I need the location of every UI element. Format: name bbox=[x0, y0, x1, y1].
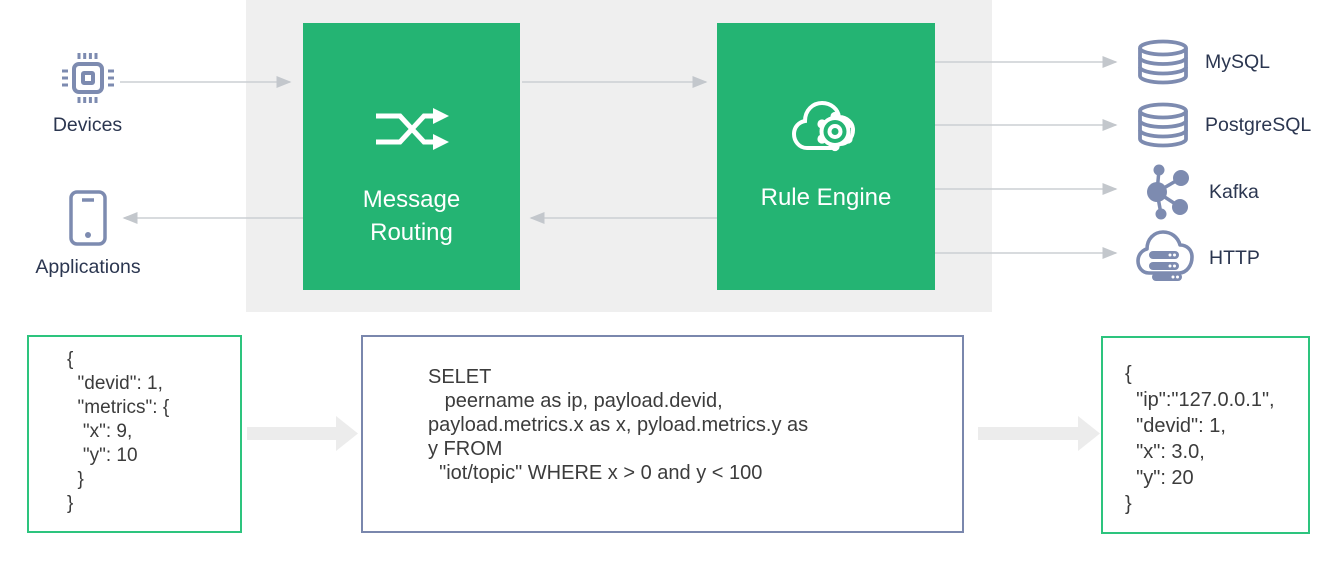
input-devices: Devices bbox=[25, 47, 150, 137]
input-message-box: { "devid": 1, "metrics": { "x": 9, "y": … bbox=[27, 335, 242, 533]
database-icon bbox=[1138, 39, 1188, 85]
rule-sql-box: SELET peername as ip, payload.devid, pay… bbox=[361, 335, 964, 533]
output-mysql: MySQL bbox=[1136, 39, 1270, 85]
rule-engine-label: Rule Engine bbox=[760, 184, 892, 211]
postgresql-label: PostgreSQL bbox=[1205, 113, 1312, 136]
rule-sql-text: SELET peername as ip, payload.devid, pay… bbox=[428, 366, 809, 484]
node-graph-icon bbox=[1147, 164, 1189, 220]
output-http: HTTP bbox=[1136, 227, 1260, 289]
kafka-label: Kafka bbox=[1209, 180, 1259, 203]
input-message-json: { "devid": 1, "metrics": { "x": 9, "y": … bbox=[67, 349, 170, 514]
cloud-server-icon bbox=[1136, 230, 1194, 281]
output-message-json: { "ip":"127.0.0.1", "devid": 1, "x": 3.0… bbox=[1125, 363, 1275, 515]
rule-engine-box: Rule Engine bbox=[717, 23, 935, 290]
devices-label: Devices bbox=[52, 114, 123, 136]
input-applications: Applications bbox=[13, 189, 163, 279]
output-message-box: { "ip":"127.0.0.1", "devid": 1, "x": 3.0… bbox=[1101, 336, 1310, 534]
output-kafka: Kafka bbox=[1136, 162, 1259, 222]
applications-label: Applications bbox=[35, 256, 141, 278]
message-routing-box: Message Routing bbox=[303, 23, 520, 290]
http-label: HTTP bbox=[1209, 246, 1260, 269]
cloud-gear-icon bbox=[791, 100, 856, 152]
thick-arrow-sql-to-output bbox=[978, 416, 1100, 451]
message-routing-label: Message Routing bbox=[362, 186, 461, 246]
thick-arrow-input-to-sql bbox=[247, 416, 358, 451]
database-icon bbox=[1138, 102, 1188, 148]
chip-icon bbox=[61, 53, 114, 103]
gear-part bbox=[817, 111, 853, 152]
shuffle-icon bbox=[375, 108, 449, 150]
output-postgresql: PostgreSQL bbox=[1136, 102, 1311, 148]
mysql-label: MySQL bbox=[1205, 50, 1271, 73]
smartphone-icon bbox=[69, 190, 107, 246]
